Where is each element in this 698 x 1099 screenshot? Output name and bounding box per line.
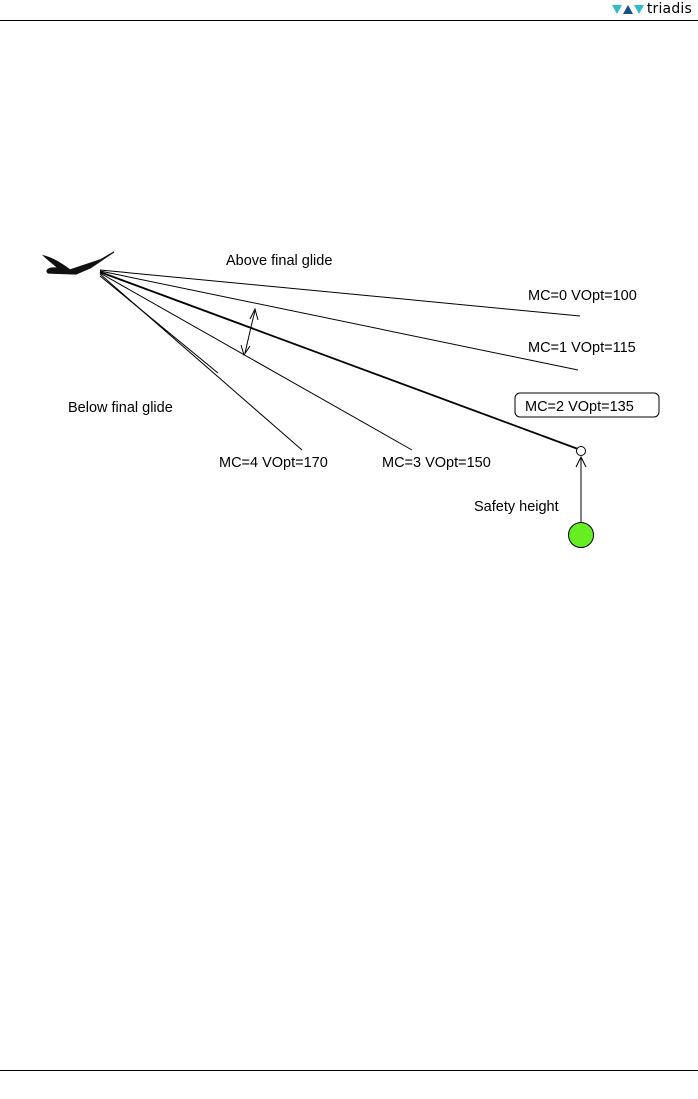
glider-icon — [42, 251, 115, 275]
page-header: triadis — [0, 0, 698, 22]
deviation-arrow-icon — [240, 307, 259, 357]
glide-line-mc1 — [99, 270, 579, 371]
brand-name: triadis — [646, 1, 692, 17]
line-label-mc3: MC=3 VOpt=150 — [382, 455, 491, 471]
safety-height-label: Safety height — [474, 499, 559, 515]
goal-point — [568, 522, 594, 548]
safety-height-marker — [576, 446, 586, 456]
logo-triangles-icon — [611, 4, 644, 14]
footer-divider — [0, 1070, 698, 1071]
glide-line-mc3 — [99, 272, 413, 451]
highlight-box — [514, 392, 660, 418]
below-final-glide-label: Below final glide — [68, 400, 173, 416]
safety-height-arrow-icon — [575, 455, 587, 522]
above-final-glide-label: Above final glide — [226, 253, 332, 269]
glide-line-mc2 — [99, 271, 579, 450]
line-label-mc2: MC=2 VOpt=135 — [525, 399, 634, 415]
line-label-mc1: MC=1 VOpt=115 — [528, 340, 636, 356]
triadis-logo: triadis — [611, 1, 692, 17]
line-label-mc0: MC=0 VOpt=100 — [528, 288, 637, 304]
header-divider — [0, 20, 698, 21]
glide-line-extra — [99, 275, 219, 374]
line-label-mc4: MC=4 VOpt=170 — [219, 455, 328, 471]
glide-line-mc0 — [99, 269, 581, 317]
